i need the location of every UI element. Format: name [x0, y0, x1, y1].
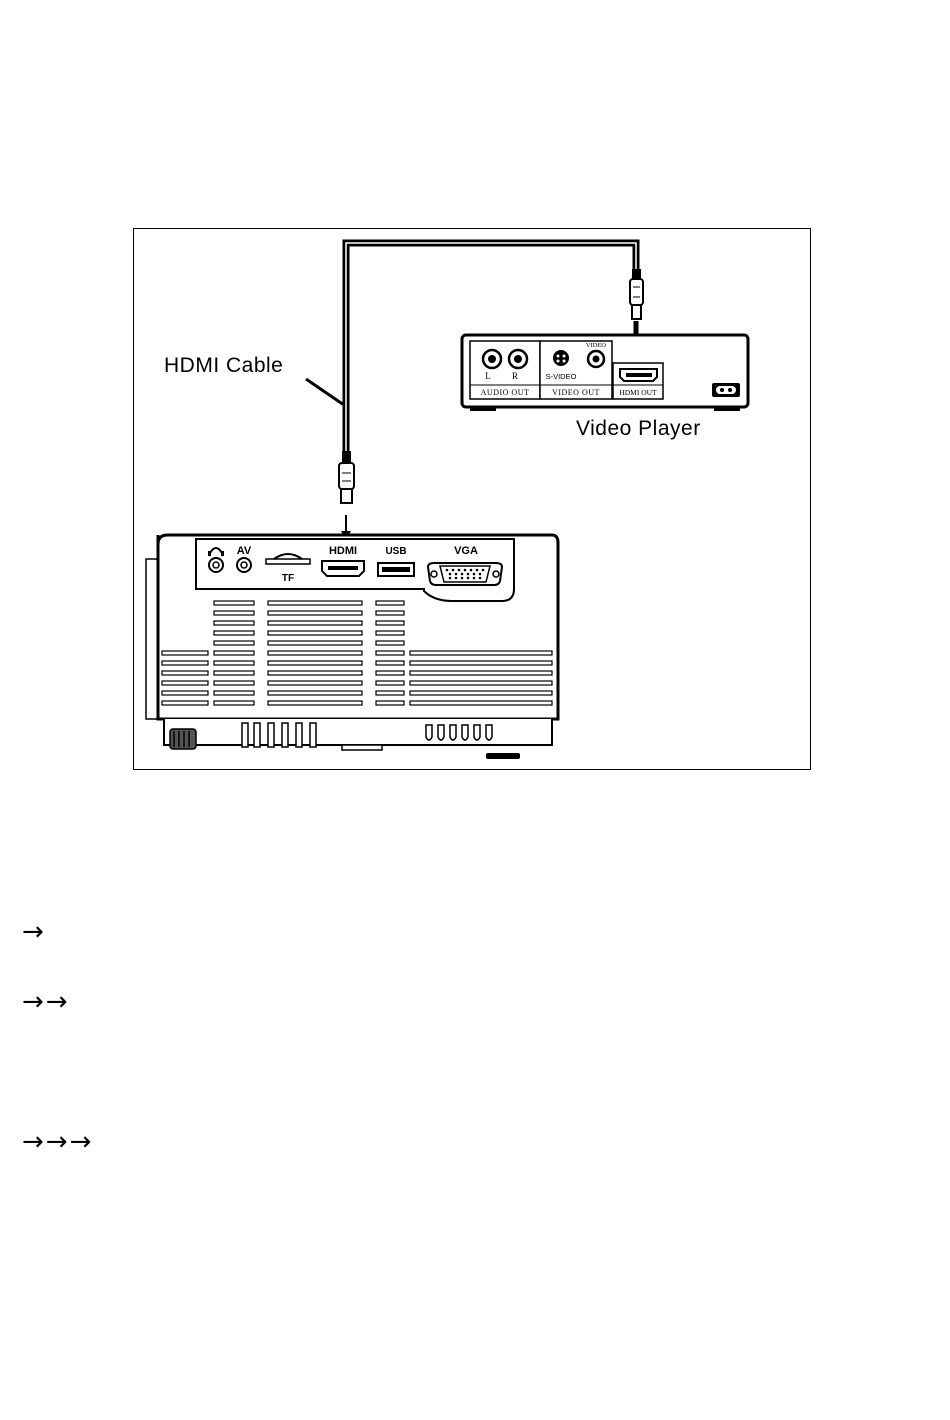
- player-label: Video Player: [576, 417, 701, 440]
- cable-label: HDMI Cable: [164, 354, 283, 377]
- video-out-label: VIDEO OUT: [552, 388, 600, 397]
- video-player: L R AUDIO OUT S-VIDEO VIDEO VIDEO OUT HD…: [462, 335, 748, 411]
- hdmi-label: HDMI: [329, 545, 357, 557]
- step-2-arrows: →→: [22, 987, 70, 1017]
- av-label: AV: [237, 545, 252, 557]
- cable-label-pointer: [306, 379, 344, 405]
- hdmi-out-label: HDMI OUT: [619, 388, 657, 397]
- hdmi-plug-bottom: [339, 451, 354, 503]
- projector: AV TF HDMI USB VGA: [146, 535, 558, 759]
- tf-slot: [266, 559, 310, 564]
- vga-label: VGA: [454, 545, 478, 557]
- hdmi-plug-top: [630, 269, 643, 319]
- usb-label: USB: [385, 546, 406, 557]
- audio-r-label: R: [512, 371, 518, 381]
- s-video-jack: [553, 350, 569, 366]
- step-3-arrows: →→→: [22, 1127, 93, 1157]
- audio-l-label: L: [485, 371, 491, 381]
- hdmi-connection-diagram: HDMI Cable L R AUDIO OUT S-VI: [133, 228, 811, 770]
- diagram-canvas: HDMI Cable L R AUDIO OUT S-VI: [134, 229, 812, 771]
- s-video-label: S-VIDEO: [546, 372, 577, 381]
- video-label: VIDEO: [586, 342, 607, 349]
- step-1-arrows: →: [22, 917, 46, 947]
- audio-out-label: AUDIO OUT: [481, 388, 530, 397]
- tf-label: TF: [282, 573, 294, 584]
